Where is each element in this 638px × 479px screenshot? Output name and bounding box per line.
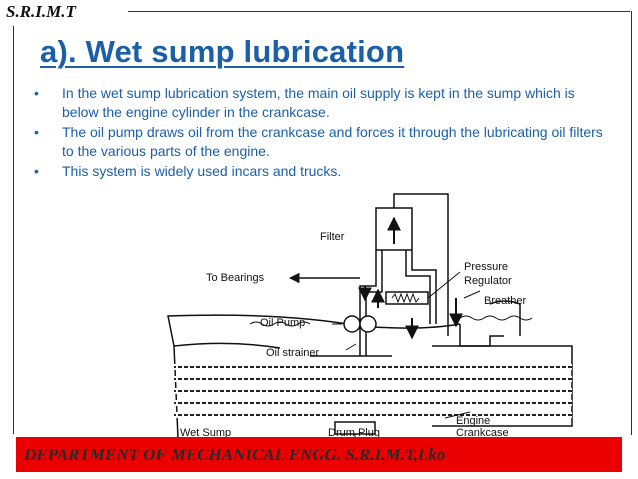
oil-band: [174, 400, 572, 406]
breather-label: Breather: [484, 295, 527, 307]
bullet-item: • The oil pump draws oil from the crankca…: [34, 123, 609, 161]
engine-leader: [444, 411, 471, 419]
regulator-spring: [391, 292, 420, 304]
oil-band: [174, 412, 572, 418]
oil-surface: [249, 321, 311, 327]
footer-text: DEPARTMENT OF MECHANICAL ENGG. S.R.I.M.T…: [24, 445, 446, 464]
bullet-marker: •: [34, 124, 39, 140]
crankcase-wall: [432, 345, 573, 427]
wet-sump-label: Wet Sump: [180, 427, 231, 438]
bullet-item: • This system is widely used incars and t…: [34, 162, 609, 181]
oil-band: [174, 364, 572, 370]
oil-pump-gear: [359, 315, 377, 333]
outer-pipe: [393, 193, 449, 336]
bullet-text: This system is widely used incars and tr…: [62, 163, 342, 179]
crankcase-label: Crankcase: [456, 427, 509, 438]
breather-leader: [463, 290, 481, 299]
oil-pipe: [405, 250, 437, 324]
oil-band: [174, 388, 572, 394]
bullet-marker: •: [34, 163, 39, 179]
pressure-leader: [427, 271, 461, 299]
oil-band: [174, 376, 572, 382]
footer-bar: DEPARTMENT OF MECHANICAL ENGG. S.R.I.M.T…: [16, 437, 622, 472]
right-rule: [631, 11, 632, 435]
drum-plug-label: Drum Plug: [328, 427, 380, 438]
wet-sump-diagram: Filter To Bearings Pressure Regulator Br…: [167, 193, 573, 438]
top-rule: [128, 11, 630, 12]
filter-label: Filter: [320, 231, 345, 243]
regulator-label: Regulator: [464, 275, 512, 287]
oil-pump-label: Oil Pump: [260, 317, 305, 329]
bullet-item: • In the wet sump lubrication system, the…: [34, 84, 609, 122]
engine-wall: [459, 324, 504, 347]
oil-strainer-label: Oil strainer: [266, 347, 320, 359]
bullet-text: The oil pump draws oil from the crankcas…: [62, 124, 603, 159]
pressure-label: Pressure: [464, 261, 508, 273]
to-bearings-label: To Bearings: [206, 272, 265, 284]
oil-pump-gear: [343, 315, 361, 333]
org-name: S.R.I.M.T: [6, 2, 76, 21]
bullet-list: • In the wet sump lubrication system, the…: [34, 84, 609, 182]
bullet-text: In the wet sump lubrication system, the …: [62, 85, 575, 120]
strainer-leader: [345, 343, 357, 351]
breather: [489, 300, 521, 336]
engine-label: Engine: [456, 415, 490, 427]
slide-title: a). Wet sump lubrication: [40, 34, 405, 69]
oil-surface: [459, 315, 533, 321]
left-rule: [13, 26, 14, 434]
bullet-marker: •: [34, 85, 39, 101]
